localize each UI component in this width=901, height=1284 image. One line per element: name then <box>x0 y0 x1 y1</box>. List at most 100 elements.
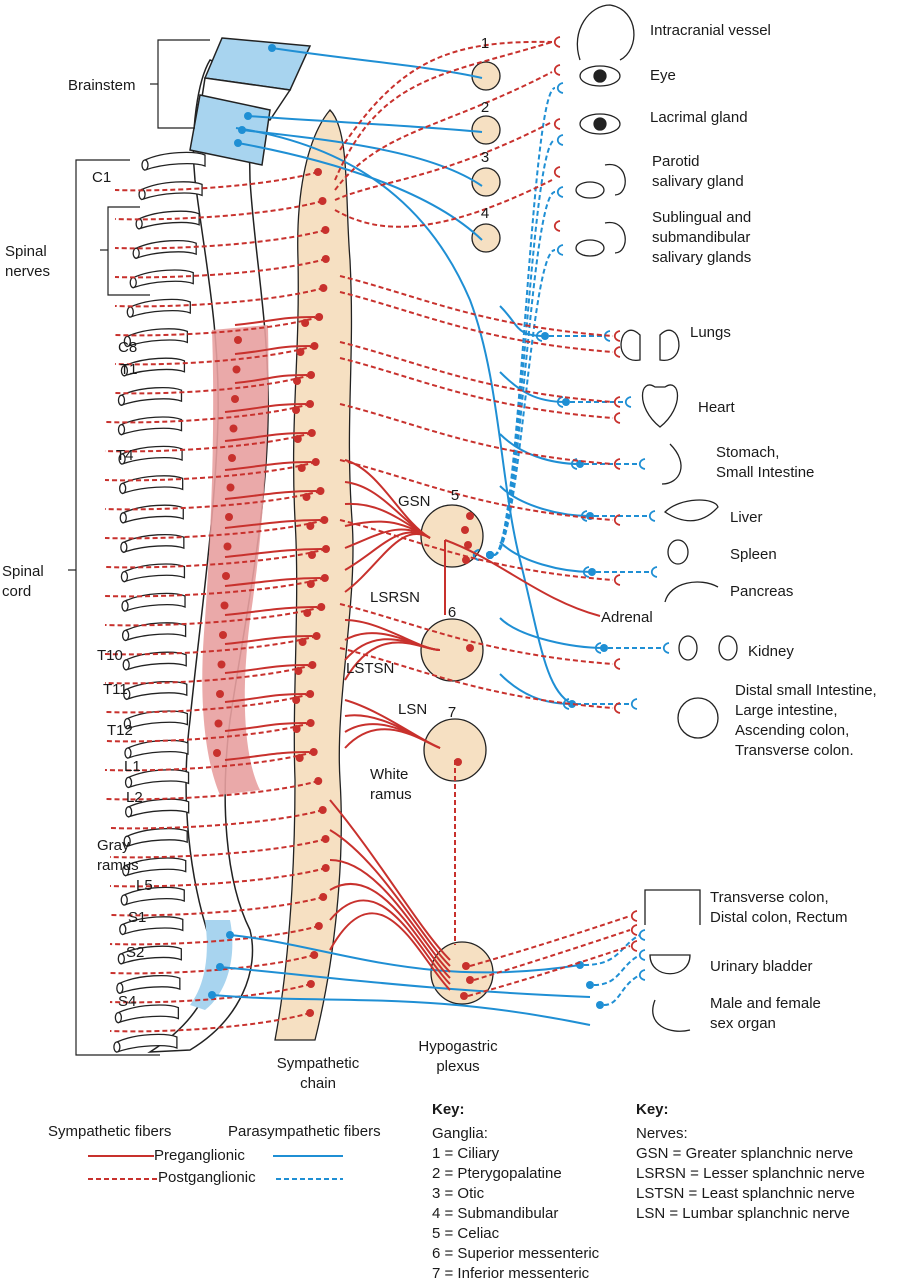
ganglion-pterygopalatine <box>471 115 501 145</box>
nerve-ending <box>638 929 646 941</box>
nerve-ending <box>613 412 621 424</box>
spinal-nerve-stub-end <box>116 982 124 994</box>
para-pre-ciliary <box>271 47 483 79</box>
symp-post-to-spinal <box>104 664 313 685</box>
gray-ramus-label: Gray <box>97 837 130 854</box>
symp-post-to-spinal <box>104 780 319 801</box>
vagus-branch <box>499 305 546 337</box>
ganglion-number-3: 3 <box>481 149 489 166</box>
pancreas-icon <box>664 581 719 603</box>
nerve-ending <box>553 36 561 48</box>
thoracolumbar-cord-region <box>202 325 269 795</box>
synapse-dot <box>562 398 570 406</box>
spinal-nerves-label: nerves <box>5 263 50 280</box>
ganglion-number-4: 4 <box>481 205 489 222</box>
symp-post-thoracic <box>339 291 614 353</box>
svg-labels: BrainstemSpinalnervesSpinalcordGrayramus… <box>2 22 877 1092</box>
fiber-legend: Sympathetic fibers Parasympathetic fiber… <box>40 1118 420 1198</box>
organ-label: Lacrimal gland <box>650 109 748 126</box>
symp-post-to-spinal <box>104 577 326 598</box>
synapse-dot <box>244 112 252 120</box>
synapse-dot <box>217 660 226 669</box>
symp-post-to-spinal <box>104 403 311 424</box>
segment-label-c1: C1 <box>92 169 111 186</box>
spleen-icon <box>667 539 689 565</box>
vagus-branch <box>499 371 567 403</box>
para-post-cranial <box>493 191 556 556</box>
synapse-dot <box>568 700 576 708</box>
key-nerves-title: Key: <box>636 1101 669 1118</box>
nerve-ending <box>662 642 670 654</box>
key-nerves-item: LSTSN = Least splanchnic nerve <box>636 1185 855 1202</box>
spinal-nerve-stub-end <box>117 953 125 965</box>
key-ganglia-item: 2 = Pterygopalatine <box>432 1165 562 1182</box>
organ-label: Distal small Intestine, <box>735 682 877 699</box>
organ-label: Stomach, <box>716 444 779 461</box>
ganglion-number-6: 6 <box>448 604 456 621</box>
symp-pre-to-chain <box>224 519 321 529</box>
legend-parasympathetic-title: Parasympathetic fibers <box>228 1123 381 1140</box>
nerve-ending <box>624 396 632 408</box>
symp-pre-to-chain <box>224 606 318 616</box>
spinal-nerve-stub <box>117 1004 180 1024</box>
spinal-nerve-stub-end <box>125 806 133 818</box>
synapse-dot <box>219 631 227 639</box>
nerve-ending <box>594 642 602 654</box>
symp-post-to-spinal <box>104 490 321 511</box>
spinal-nerve-stub <box>119 975 181 995</box>
nerve-ending <box>630 924 638 936</box>
nerve-ending <box>472 549 480 561</box>
spinal-nerve-stub-end <box>123 688 131 700</box>
organ-label: Heart <box>698 399 736 416</box>
ganglion-otic <box>471 167 501 197</box>
spinal-nerve-stub <box>138 210 200 230</box>
organ-label: Male and female <box>710 995 821 1012</box>
synapse-dot <box>216 690 224 698</box>
segment-label-s1: S1 <box>128 909 146 926</box>
symp-post-to-spinal <box>109 1012 311 1033</box>
gsn-label: GSN <box>398 493 431 510</box>
symp-post-cranial <box>334 121 553 201</box>
synapse-dot <box>460 992 468 1000</box>
spinal-nerve-stub-end <box>117 423 126 436</box>
para-pre-pterygo <box>247 115 483 133</box>
lungs-icon <box>620 329 680 361</box>
para-post-pelvic <box>603 974 641 1006</box>
sympathetic-chain-label: Sympathetic <box>277 1055 360 1072</box>
synapse-dot <box>466 976 474 984</box>
segment-label-l1: L1 <box>124 758 141 775</box>
para-pre-sacral <box>229 934 581 974</box>
white-ramus-label: White <box>370 766 408 783</box>
organ-label: submandibular <box>652 229 750 246</box>
key-ganglia-item: 4 = Submandibular <box>432 1205 559 1222</box>
nerve-ending <box>613 396 621 408</box>
synapse-dot <box>222 572 230 580</box>
lsn-label: LSN <box>398 701 427 718</box>
spinal-nerve-stub-end <box>122 864 130 877</box>
synapse-dot <box>466 644 474 652</box>
symp-post-to-spinal <box>114 345 315 366</box>
spinal-nerve-stub-end <box>114 1011 123 1024</box>
para-pre-sacral <box>211 994 591 1026</box>
key-ganglia-item: 6 = Superior messenteric <box>432 1245 600 1262</box>
spinal-nerve-stub <box>126 828 188 848</box>
spinal-nerve-stubs <box>113 151 206 1053</box>
spinal-nerve-stub <box>128 798 190 818</box>
legend-preganglionic-label: Preganglionic <box>154 1147 245 1164</box>
lsn-fiber <box>344 728 441 749</box>
spinal-nerve-stub-end <box>123 835 131 847</box>
symp-post-to-spinal <box>104 548 327 569</box>
symp-pre-to-chain <box>234 374 308 384</box>
symp-post-to-spinal <box>114 200 323 221</box>
synapse-dot <box>586 981 594 989</box>
nerve-ending <box>613 346 621 358</box>
symp-pre-to-chain <box>224 403 307 413</box>
symp-post-to-spinal <box>104 751 314 772</box>
hypogastric-plexus-label: plexus <box>436 1058 479 1075</box>
intestine-icon <box>677 697 719 739</box>
organ-label: Eye <box>650 67 676 84</box>
nerve-ending <box>553 166 561 178</box>
organ-label: Urinary bladder <box>710 958 813 975</box>
symp-pre-to-chain <box>224 577 321 587</box>
